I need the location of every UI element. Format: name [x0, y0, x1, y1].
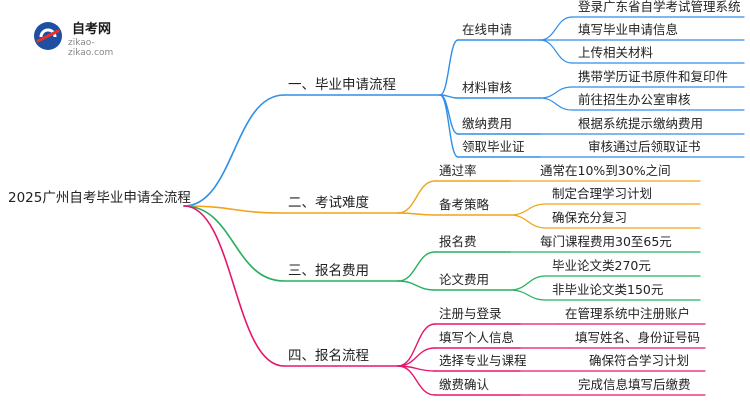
- logo-title: 自考网: [72, 22, 112, 37]
- connector-branch-sub: [439, 39, 459, 96]
- leaf-node-label: 根据系统提示缴纳费用: [578, 116, 704, 131]
- connector-sub-leaf: [509, 275, 547, 291]
- sub-node-label: 报名费: [439, 234, 477, 249]
- leaf-node-label: 审核通过后领取证书: [588, 139, 701, 154]
- site-logo: 自考网 zikao-zikao.com: [32, 14, 132, 58]
- sub-node-label: 注册与登录: [439, 306, 502, 321]
- connector-branch-sub: [397, 365, 436, 396]
- sub-node-label: 领取毕业证: [462, 139, 525, 154]
- sub-node-label: 选择专业与课程: [439, 353, 527, 368]
- leaf-node-label: 前往招生办公室审核: [578, 92, 691, 107]
- leaf-node-label: 毕业论文类270元: [552, 258, 651, 273]
- leaf-node-label: 确保充分复习: [552, 210, 628, 225]
- connector-branch-sub: [397, 280, 436, 291]
- connector-branch-sub: [397, 251, 436, 282]
- sub-node-label: 缴费确认: [439, 377, 490, 392]
- sub-node-label: 在线申请: [462, 22, 513, 37]
- leaf-node-label: 完成信息填写后缴费: [578, 377, 691, 392]
- sub-node-label: 论文费用: [439, 272, 490, 287]
- leaf-node-label: 非毕业论文类150元: [552, 282, 664, 297]
- logo-subtitle: zikao-zikao.com: [68, 38, 114, 58]
- connector-branch-sub: [397, 323, 436, 367]
- connector-sub-leaf: [539, 39, 573, 64]
- sub-node-label: 备考策略: [439, 197, 490, 212]
- leaf-node-label: 制定合理学习计划: [552, 186, 653, 201]
- connector-sub-leaf: [509, 289, 547, 301]
- connector-root-branch: [183, 205, 285, 282]
- connector-branch-sub: [439, 94, 459, 158]
- leaf-node-label: 填写毕业申请信息: [578, 22, 679, 37]
- connector-sub-leaf: [539, 16, 573, 41]
- leaf-node-label: 每门课程费用30至65元: [540, 234, 672, 249]
- sub-node-label: 材料审核: [462, 80, 513, 95]
- connector-root-branch: [183, 94, 285, 207]
- sub-node-label: 填写个人信息: [439, 330, 515, 345]
- leaf-node-label: 填写姓名、身份证号码: [575, 330, 701, 345]
- branch-label: 三、报名费用: [288, 263, 369, 279]
- sub-node-label: 缴纳费用: [462, 116, 513, 131]
- connector-root-branch: [183, 205, 285, 367]
- branch-label: 一、毕业申请流程: [288, 77, 396, 93]
- connector-branch-sub: [397, 180, 436, 214]
- leaf-node-label: 在管理系统中注册账户: [565, 306, 691, 321]
- logo-mark-icon: [34, 22, 62, 50]
- root-node: 2025广州自考毕业申请全流程: [8, 190, 191, 206]
- leaf-node-label: 携带学历证书原件和复印件: [578, 69, 729, 84]
- leaf-node-label: 通常在10%到30%之间: [540, 163, 671, 178]
- leaf-node-label: 上传相关材料: [578, 45, 654, 60]
- leaf-node-label: 登录广东省自学考试管理系统: [578, 0, 741, 14]
- branch-label: 二、考试难度: [288, 195, 369, 211]
- branch-label: 四、报名流程: [288, 348, 369, 364]
- connector-sub-leaf: [539, 97, 573, 111]
- connector-root-branch: [183, 205, 285, 214]
- connector-branch-sub: [397, 212, 436, 216]
- leaf-node-label: 确保符合学习计划: [589, 353, 690, 368]
- sub-node-label: 通过率: [439, 163, 477, 178]
- connector-sub-leaf: [509, 214, 547, 229]
